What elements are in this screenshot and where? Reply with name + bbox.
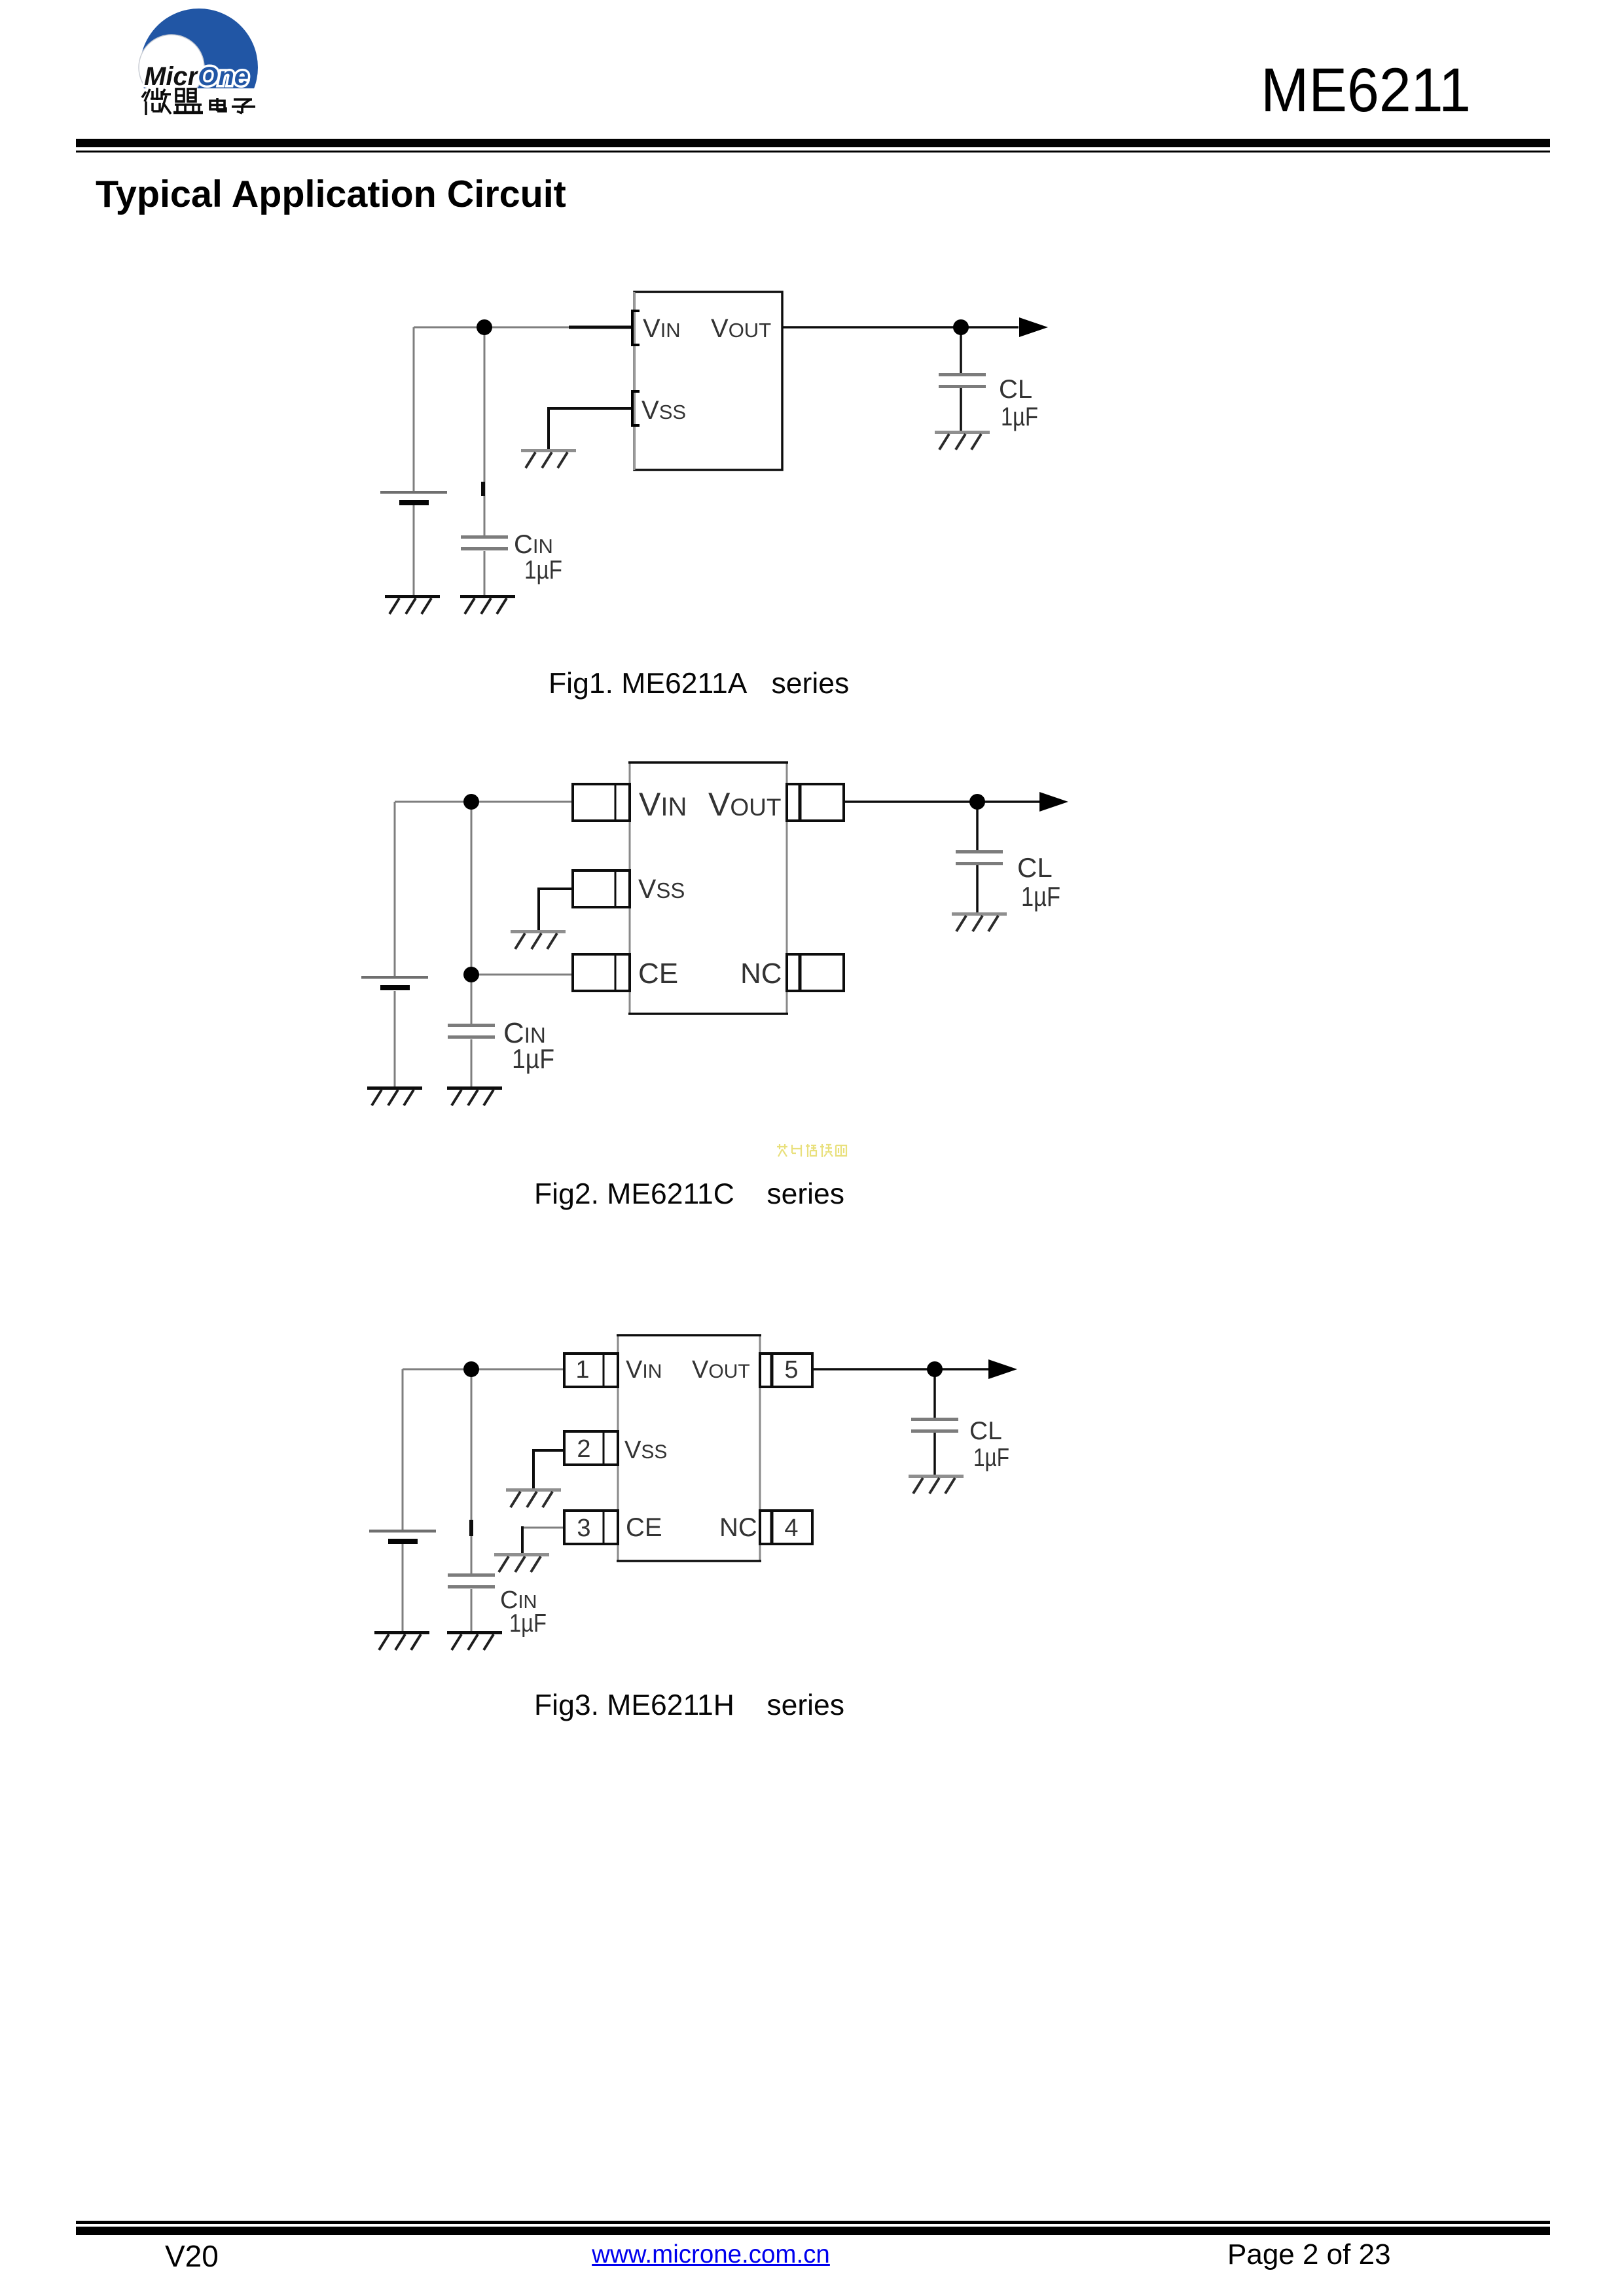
svg-text:VIN: VIN [626,1356,662,1384]
svg-text:1µF: 1µF [1021,881,1060,912]
svg-text:VOUT: VOUT [711,314,771,343]
svg-text:CL: CL [969,1417,1002,1445]
svg-text:MicrOne: MicrOne [144,62,249,91]
svg-text:CE: CE [626,1513,662,1542]
svg-text:1µF: 1µF [524,556,562,584]
svg-text:CL: CL [999,375,1032,404]
svg-text:1µF: 1µF [509,1609,547,1638]
svg-text:5: 5 [784,1356,798,1384]
svg-text:1µF: 1µF [512,1043,554,1074]
svg-text:1µF: 1µF [973,1444,1009,1472]
svg-text:3: 3 [577,1515,590,1542]
svg-text:2: 2 [577,1435,590,1463]
svg-text:CE: CE [638,958,678,990]
svg-text:1: 1 [575,1356,589,1384]
svg-text:CIN: CIN [503,1017,546,1049]
svg-text:VOUT: VOUT [692,1356,750,1384]
svg-text:CL: CL [1017,852,1053,883]
svg-text:NC: NC [740,958,782,990]
svg-text:4: 4 [784,1515,798,1542]
svg-text:VSS: VSS [641,396,686,425]
svg-text:VSS: VSS [638,874,685,904]
svg-text:VIN: VIN [643,314,681,343]
svg-text:CIN: CIN [514,530,553,559]
svg-text:VSS: VSS [624,1437,667,1464]
svg-text:1µF: 1µF [1001,403,1038,431]
svg-text:NC: NC [719,1513,757,1542]
svg-text:VIN: VIN [639,786,687,823]
